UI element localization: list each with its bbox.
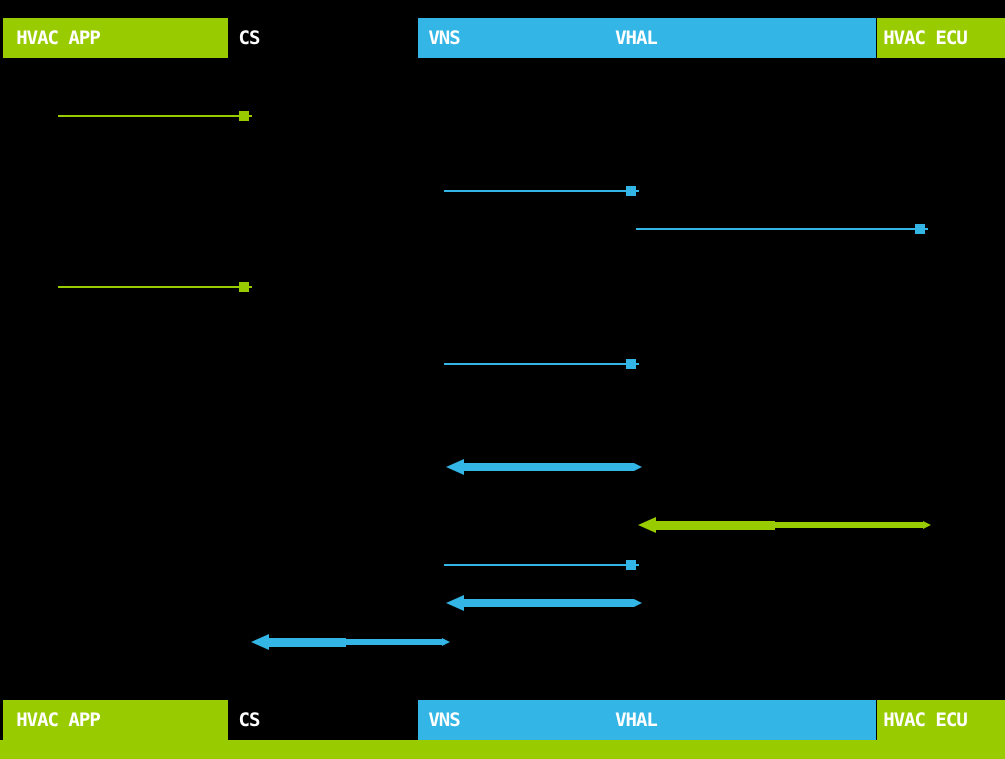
- participant-bar-bottom-1: [418, 700, 876, 740]
- message-tail-tip: [634, 599, 642, 607]
- participant-label-bottom-vns: VNS: [428, 709, 460, 731]
- message-square-head: [239, 111, 249, 121]
- message-tail-tip: [923, 521, 931, 529]
- message-shaft: [444, 363, 626, 365]
- message-shaft: [636, 228, 915, 230]
- participant-label-bottom-vhal: VHAL: [615, 709, 658, 731]
- participant-label-bottom-hvac-ecu: HVAC ECU: [883, 709, 968, 731]
- message-point-head: [638, 517, 656, 533]
- participant-label-top-hvac-app: HVAC APP: [16, 27, 101, 49]
- message-shaft: [444, 190, 626, 192]
- participant-label-top-vhal: VHAL: [615, 27, 658, 49]
- message-body-thin: [775, 522, 923, 528]
- participant-label-top-cs: CS: [238, 27, 261, 49]
- message-shaft: [444, 564, 626, 566]
- participant-bar-top-2: [877, 18, 1005, 58]
- footer-bar: [0, 740, 1005, 759]
- message-head-nub: [925, 228, 928, 230]
- message-square-head: [626, 359, 636, 369]
- message-tail-tip: [634, 463, 642, 471]
- message-shaft: [58, 115, 239, 117]
- message-head-nub: [249, 286, 252, 288]
- message-body-thin: [346, 639, 442, 645]
- message-body: [462, 599, 634, 607]
- message-square-head: [239, 282, 249, 292]
- message-body: [462, 463, 634, 471]
- participant-bar-bottom-0: [3, 700, 228, 740]
- message-square-head: [915, 224, 925, 234]
- message-point-head: [446, 459, 464, 475]
- message-point-head: [446, 595, 464, 611]
- message-square-head: [626, 560, 636, 570]
- message-shaft: [58, 286, 239, 288]
- participant-label-bottom-hvac-app: HVAC APP: [16, 709, 101, 731]
- participant-label-bottom-cs: CS: [238, 709, 261, 731]
- message-head-nub: [249, 115, 252, 117]
- message-tail-tip: [442, 638, 450, 646]
- message-head-nub: [636, 564, 639, 566]
- participant-label-top-vns: VNS: [428, 27, 460, 49]
- participant-bar-top-1: [418, 18, 876, 58]
- message-body-thick: [654, 521, 775, 530]
- participant-label-top-hvac-ecu: HVAC ECU: [883, 27, 968, 49]
- message-head-nub: [636, 363, 639, 365]
- message-square-head: [626, 186, 636, 196]
- message-body-thick: [267, 638, 346, 647]
- message-point-head: [251, 634, 269, 650]
- message-head-nub: [636, 190, 639, 192]
- participant-bar-top-0: [3, 18, 228, 58]
- participant-bar-bottom-2: [877, 700, 1005, 740]
